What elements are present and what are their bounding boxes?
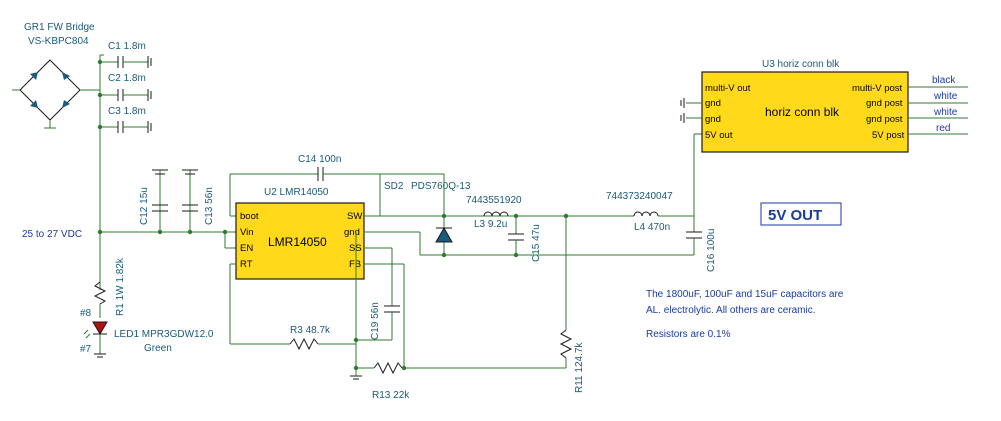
r11-label: R11 124.7k — [574, 342, 585, 393]
u3-pin-r2: gnd post — [866, 98, 903, 109]
l3-inductor: 7443551920 L3 9.2u — [466, 195, 522, 230]
u2-title: U2 LMR14050 — [264, 187, 329, 198]
sd2-diode: SD2 PDS760Q-13 — [380, 173, 471, 258]
output-label-box: 5V OUT — [760, 202, 842, 226]
sd2-ref: SD2 — [384, 181, 404, 192]
wire-label-1: black — [932, 75, 956, 86]
c3: C3 1.8m — [100, 106, 152, 133]
r3-resistor: R3 48.7k — [229, 263, 356, 351]
output-label: 5V OUT — [768, 207, 822, 224]
c15-label: C15 47u — [531, 224, 542, 262]
c19-label: C19 56n — [370, 302, 381, 340]
l4-inductor: 744373240047 L4 470n — [606, 191, 673, 233]
c16: C16 100u — [516, 229, 717, 272]
bridge-rectifier: GR1 FW Bridge VS-KBPC804 — [12, 22, 100, 129]
u3-connector: U3 horiz conn blk horiz conn blk multi-V… — [680, 59, 968, 153]
r13-resistor: R13 22k — [356, 361, 410, 401]
led1-label: LED1 MPR3GDW12.0 — [114, 329, 214, 340]
c19: C19 56n — [370, 248, 400, 340]
u2-pin-gnd: gnd — [344, 227, 360, 238]
note-line-2: AL. electrolytic. All others are ceramic… — [646, 305, 816, 316]
diode-icon — [30, 72, 70, 108]
u3-pin-r3: gnd post — [866, 114, 903, 125]
l3-part: 7443551920 — [466, 195, 522, 206]
bridge-ref: GR1 FW Bridge — [24, 22, 95, 33]
c2: C2 1.8m — [100, 73, 152, 101]
c14-label: C14 100n — [298, 154, 341, 165]
r11-resistor: R11 124.7k — [559, 216, 585, 393]
u3-body: horiz conn blk — [765, 105, 840, 119]
u2-body: LMR14050 — [268, 235, 327, 249]
u2-pin-vin: Vin — [240, 227, 254, 238]
bridge-part: VS-KBPC804 — [28, 36, 89, 47]
r1-resistor: R1 1W 1.82k — [93, 257, 126, 318]
c1: C1 1.8m — [100, 41, 152, 68]
u2-pin-en: EN — [240, 243, 253, 254]
u3-pin-l2: gnd — [705, 98, 721, 109]
u3-pin-l1: multi-V out — [705, 83, 751, 94]
c1-label: C1 1.8m — [108, 41, 146, 52]
c12-label: C12 15u — [139, 187, 150, 225]
wire-label-2: white — [933, 91, 958, 102]
u2-pin-sw: SW — [347, 211, 362, 222]
r13-label: R13 22k — [372, 390, 410, 401]
wire-label-4: red — [936, 123, 950, 134]
c13: C13 56n — [182, 169, 215, 232]
c3-label: C3 1.8m — [108, 106, 146, 117]
u3-pin-l3: gnd — [705, 114, 721, 125]
input-capacitors: C1 1.8m C2 1.8m C3 1.8m — [97, 41, 152, 133]
u3-pin-r1: multi-V post — [852, 83, 903, 94]
c13-label: C13 56n — [204, 187, 215, 225]
c16-label: C16 100u — [706, 229, 717, 272]
r1-label: R1 1W 1.82k — [115, 257, 126, 316]
input-voltage-label: 25 to 27 VDC — [22, 229, 82, 240]
r3-label: R3 48.7k — [290, 325, 331, 336]
note-line-1: The 1800uF, 100uF and 15uF capacitors ar… — [646, 289, 844, 300]
led1-color: Green — [144, 343, 172, 354]
u2-pin-rt: RT — [240, 259, 253, 270]
wire-label-3: white — [933, 107, 958, 118]
u3-title: U3 horiz conn blk — [762, 59, 840, 70]
l4-label: L4 470n — [634, 222, 670, 233]
c12: C12 15u — [139, 169, 168, 232]
l3-label: L3 9.2u — [474, 219, 507, 230]
c15: C15 47u — [508, 216, 542, 262]
u3-pin-r4: 5V post — [872, 130, 905, 141]
u2-chip: U2 LMR14050 LMR14050 boot Vin EN RT SW g… — [235, 187, 365, 280]
notes: The 1800uF, 100uF and 15uF capacitors ar… — [646, 289, 844, 340]
sd2-part: PDS760Q-13 — [411, 181, 471, 192]
u3-pin-l4: 5V out — [705, 130, 733, 141]
c2-label: C2 1.8m — [108, 73, 146, 84]
led1-pin-k: #7 — [80, 344, 92, 355]
u2-pin-fb: FB — [349, 259, 361, 270]
note-line-3: Resistors are 0.1% — [646, 329, 731, 340]
led1: #8 #7 LED1 MPR3GDW12.0 Green — [80, 308, 214, 358]
u2-pin-ss: SS — [349, 243, 362, 254]
l4-part: 744373240047 — [606, 191, 673, 202]
u2-pin-boot: boot — [240, 211, 259, 222]
c14: C14 100n — [229, 154, 381, 217]
led1-pin-a: #8 — [80, 308, 92, 319]
